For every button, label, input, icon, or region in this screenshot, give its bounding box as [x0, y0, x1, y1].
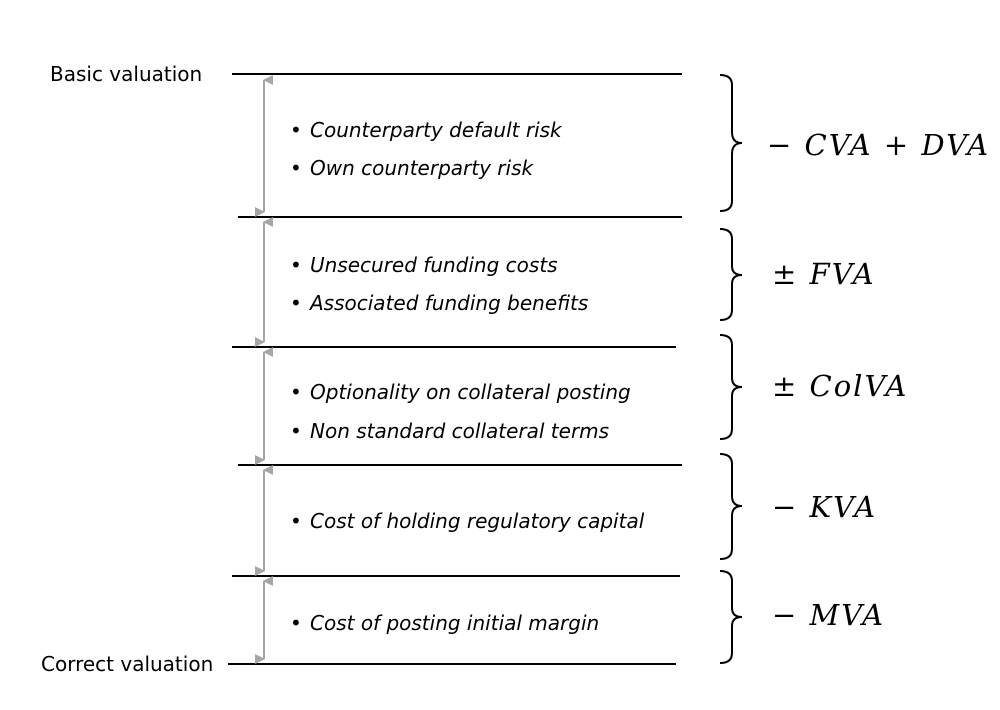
bullet-text: Own counterparty risk — [310, 156, 534, 180]
bullet-text: Cost of holding regulatory capital — [310, 509, 645, 533]
bullet-icon: • — [290, 118, 302, 142]
section-2-adjustment: ± ColVA — [772, 369, 909, 403]
bullet-text: Associated funding benefits — [310, 291, 589, 315]
section-4-adjustment: − MVA — [772, 598, 886, 632]
section-4-bullet-0: • Cost of posting initial margin — [290, 611, 599, 635]
bullet-text: Cost of posting initial margin — [310, 611, 600, 635]
basic-valuation-label: Basic valuation — [50, 62, 203, 86]
section-bracket-4 — [719, 570, 743, 664]
bullet-text: Optionality on collateral posting — [310, 380, 631, 404]
bullet-icon: • — [290, 611, 302, 635]
section-bracket-3 — [719, 453, 743, 560]
section-1-bullet-0: • Unsecured funding costs — [290, 253, 558, 277]
section-3-adjustment: − KVA — [772, 490, 878, 524]
bullet-icon: • — [290, 380, 302, 404]
bullet-text: Unsecured funding costs — [310, 253, 558, 277]
bullet-icon: • — [290, 419, 302, 443]
bullet-icon: • — [290, 291, 302, 315]
bullet-icon: • — [290, 253, 302, 277]
section-1-bullet-1: • Associated funding benefits — [290, 291, 588, 315]
bullet-text: Non standard collateral terms — [310, 419, 610, 443]
section-0-bullet-0: • Counterparty default risk — [290, 118, 562, 142]
section-2-bullet-1: • Non standard collateral terms — [290, 419, 609, 443]
section-1-adjustment: ± FVA — [772, 257, 876, 291]
section-bracket-0 — [719, 74, 743, 212]
correct-valuation-label: Correct valuation — [41, 652, 214, 676]
section-0-adjustment: − CVA + DVA — [767, 128, 991, 162]
section-0-bullet-1: • Own counterparty risk — [290, 156, 533, 180]
bullet-icon: • — [290, 509, 302, 533]
section-bracket-1 — [719, 228, 743, 321]
section-2-bullet-0: • Optionality on collateral posting — [290, 380, 631, 404]
bullet-text: Counterparty default risk — [310, 118, 562, 142]
section-3-bullet-0: • Cost of holding regulatory capital — [290, 509, 644, 533]
section-bracket-2 — [719, 334, 743, 440]
bullet-icon: • — [290, 156, 302, 180]
